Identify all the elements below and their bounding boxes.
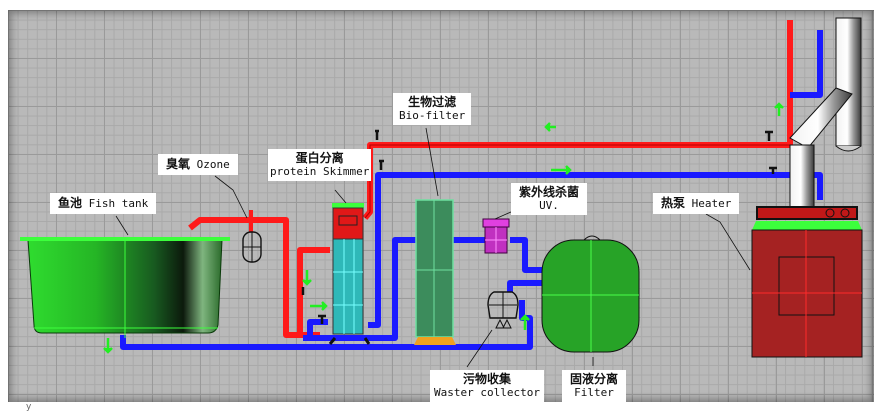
label-en: Bio-filter xyxy=(399,109,466,122)
viewport-axis-label: y xyxy=(26,402,32,412)
flow-arrows xyxy=(103,102,784,354)
cold-water-pipes xyxy=(120,30,823,350)
cold-pipe-riser-right xyxy=(790,30,823,98)
label-protein-skimmer: 蛋白分离 protein Skimmer xyxy=(268,149,372,181)
ozone-generator[interactable] xyxy=(242,210,262,263)
cold-pipe-filter-waste xyxy=(507,280,542,292)
flow-arrow-down-icon xyxy=(302,270,312,286)
flow-arrow-up-icon xyxy=(774,102,784,116)
label-cn: 生物过滤 xyxy=(408,95,457,109)
label-en: UV. xyxy=(539,199,559,212)
label-en: Heater xyxy=(691,197,732,210)
label-cn: 臭氧 xyxy=(166,157,191,171)
leader-lines xyxy=(115,127,751,368)
hot-pipe-ozone xyxy=(188,217,300,338)
label-cn: 热泵 xyxy=(661,196,686,210)
label-cn: 鱼池 xyxy=(58,196,83,210)
label-waste-collector: 污物收集 Waster collector xyxy=(430,370,544,402)
label-heater: 热泵 Heater xyxy=(653,193,740,214)
label-en: Fish tank xyxy=(88,197,149,210)
label-cn: 蛋白分离 xyxy=(295,151,344,165)
uv-sterilizer[interactable] xyxy=(482,218,510,254)
flow-arrow-up-icon xyxy=(520,314,530,330)
flow-arrow-left-icon xyxy=(544,122,556,132)
cold-pipe-return-top xyxy=(368,172,823,328)
label-filter: 固液分离 Filter xyxy=(562,370,627,402)
valves xyxy=(301,129,777,324)
label-ozone: 臭氧 Ozone xyxy=(158,154,238,175)
cold-pipe-uv-filter xyxy=(510,237,542,273)
label-en: protein Skimmer xyxy=(270,165,370,178)
flow-arrow-right-icon xyxy=(551,165,572,175)
label-cn: 固液分离 xyxy=(570,372,619,386)
solid-liquid-filter[interactable] xyxy=(541,235,640,353)
bio-filter[interactable] xyxy=(414,199,456,345)
cold-pipe-skimmer-out xyxy=(303,237,418,341)
label-en: Ozone xyxy=(196,158,230,171)
waste-collector[interactable] xyxy=(487,291,519,329)
cold-pipe-bottom-main xyxy=(120,300,533,350)
label-cn: 紫外线杀菌 xyxy=(519,185,580,199)
label-en: Filter xyxy=(574,386,614,399)
label-cn: 污物收集 xyxy=(462,372,511,386)
flow-arrow-down-icon xyxy=(103,338,113,354)
heater-chimney xyxy=(789,17,862,208)
label-bio-filter: 生物过滤 Bio-filter xyxy=(393,93,472,125)
label-uv: 紫外线杀菌 UV. xyxy=(511,183,588,215)
heat-pump[interactable] xyxy=(751,206,863,358)
label-fish-tank: 鱼池 Fish tank xyxy=(50,193,157,214)
flow-arrow-right-icon xyxy=(310,301,328,311)
label-en: Waster collector xyxy=(434,386,540,399)
protein-skimmer[interactable] xyxy=(328,203,371,345)
fish-tank[interactable] xyxy=(20,237,230,338)
